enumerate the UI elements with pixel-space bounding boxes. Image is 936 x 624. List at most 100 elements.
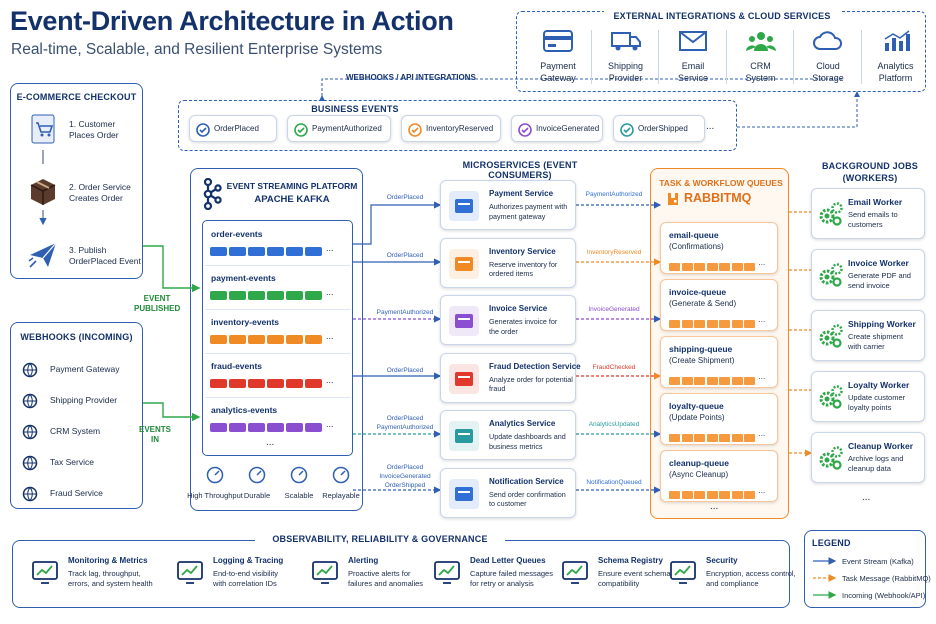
partition-more: ... (326, 375, 334, 385)
partition-segment (229, 291, 246, 300)
external-service-label-line: Service (677, 73, 708, 83)
kafka-logo-icon (199, 178, 223, 210)
monitor-chart-icon (30, 557, 60, 587)
arrow-in-label: OrderPlaced (386, 463, 424, 471)
partition-segment (267, 247, 284, 256)
service-name: Invoice Service (489, 304, 548, 313)
gears-icon (818, 201, 844, 227)
arrow-out-label: FraudChecked (592, 363, 636, 371)
partition-segment (267, 379, 284, 388)
divider (205, 309, 350, 310)
partition-segment (229, 423, 246, 432)
arrow-in-label: OrderPlaced (386, 194, 424, 201)
topic-name: order-events (211, 229, 263, 239)
partition-segment (210, 247, 227, 256)
queue-purpose: (Async Cleanup) (669, 470, 729, 479)
queue-message (731, 377, 743, 385)
partition-segment (305, 423, 322, 432)
microservices-heading: MICROSERVICES (EVENT CONSUMERS) (462, 160, 578, 180)
webhook-item-label: Fraud Service (50, 488, 103, 498)
queue-message (706, 320, 718, 328)
cart-icon (27, 113, 59, 145)
arrow-out-label: PaymentAuthorized (585, 191, 643, 198)
queue-message (669, 320, 680, 328)
arrow-in-label: OrderShipped (384, 481, 426, 489)
service-description-line: Send order confirmation (489, 489, 566, 499)
observability-item-description: Encryption, access control,and complianc… (706, 569, 796, 589)
observability-heading: OBSERVABILITY, RELIABILITY & GOVERNANCE (255, 534, 505, 544)
worker-name: Email Worker (848, 197, 903, 207)
cloud-icon (812, 29, 844, 53)
events-in-label: EVENTS IN (137, 425, 173, 445)
event-published-label: EVENT PUBLISHED (134, 294, 180, 314)
external-service-label-line: CRM (750, 61, 771, 71)
gears-icon (818, 323, 844, 349)
queue-message (744, 491, 755, 499)
observability-description-line: errors, and system health (68, 579, 153, 588)
partition-more: ... (326, 243, 334, 253)
worker-description-line: Update customer (848, 393, 906, 402)
observability-item-name: Alerting (348, 556, 379, 565)
queue-name: cleanup-queue (669, 458, 729, 468)
queue-messages: ... (669, 486, 765, 504)
alarm-bell-icon (310, 557, 340, 587)
divider (205, 353, 350, 354)
queue-message (681, 434, 693, 442)
service-description-line: business metrics (489, 441, 543, 451)
queue-name: loyalty-queue (669, 401, 724, 411)
bar-chart-icon (880, 29, 912, 53)
queue-message (744, 263, 755, 271)
checkout-step-line: OrderPlaced Event (69, 256, 141, 266)
queue-message (681, 377, 693, 385)
queue-more: ... (758, 486, 766, 495)
partition-segment (286, 423, 303, 432)
queue-message (719, 491, 730, 499)
service-description-line: Generates invoice for (489, 317, 558, 326)
external-service-label-line: Gateway (540, 73, 576, 83)
replay-icon (332, 466, 350, 484)
external-service-label-line: Cloud (816, 61, 840, 71)
rabbitmq-title: RABBITMQ (684, 191, 752, 205)
observability-panel (12, 540, 790, 608)
jobs-heading-line1: BACKGROUND JOBS (821, 161, 918, 171)
external-service-label-line: System (745, 73, 776, 83)
observability-description-line: failures and anomalies (348, 579, 424, 588)
divider (725, 30, 727, 84)
observability-description-line: for retry or analysis (470, 579, 534, 588)
tax-icon (21, 454, 39, 472)
legend-item-rabbitmq: Task Message (RabbitMQ) (842, 574, 931, 583)
box-icon (407, 122, 422, 137)
service-description-line: Reserve inventory for (489, 259, 558, 269)
business-event-label: PaymentAuthorized (312, 124, 382, 133)
arrow-out-label: InventoryReserved (586, 248, 642, 256)
queue-card: loyalty-queue(Update Points)... (660, 393, 778, 445)
bell-icon (449, 478, 479, 509)
worker-description-line: Archive logs and (848, 454, 904, 463)
credit-card-icon (542, 29, 574, 53)
workers-more: ... (862, 492, 871, 503)
webhook-icon (21, 392, 39, 410)
kafka-feature-label: Scalable (284, 491, 314, 500)
event-published-line1: EVENT (143, 294, 171, 303)
observability-description-line: Capture failed messages (470, 569, 553, 578)
topic-name: payment-events (211, 273, 276, 283)
partition-segment (229, 379, 246, 388)
service-name: Inventory Service (489, 246, 556, 256)
business-event-label: OrderPlaced (214, 124, 259, 133)
queue-message (669, 377, 680, 385)
gears-icon (818, 445, 844, 471)
worker-description-line: Create shipment (848, 332, 904, 341)
queue-card: email-queue(Confirmations)... (660, 222, 778, 274)
kafka-topics-more: ... (266, 437, 275, 448)
worker-description-line: Send emails to (848, 210, 898, 219)
observability-description-line: and compliance (706, 579, 759, 588)
observability-item-name: Logging & Tracing (213, 556, 284, 565)
business-events-more: ... (706, 121, 715, 132)
arrow-in-label: OrderPlaced (386, 366, 424, 374)
